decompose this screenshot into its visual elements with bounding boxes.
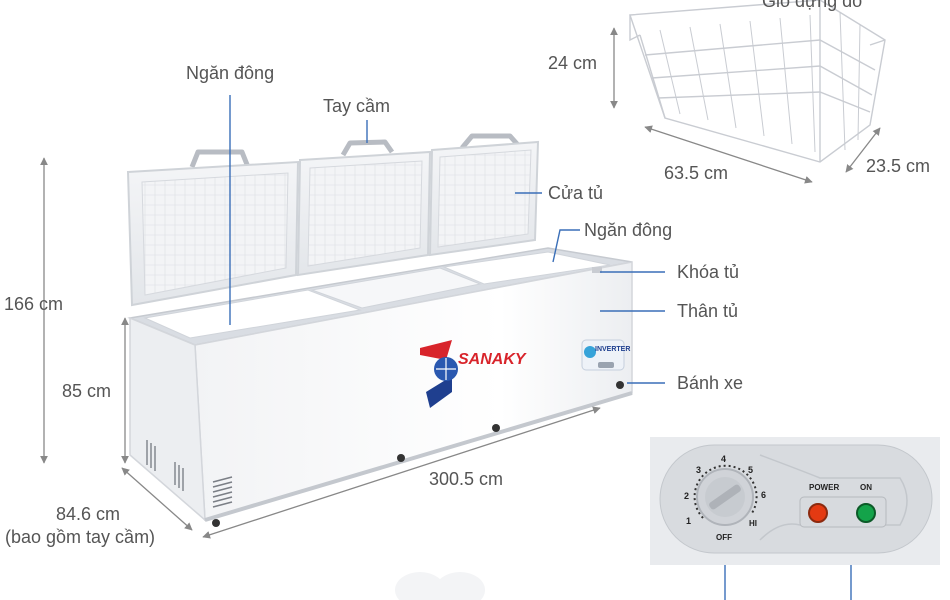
freezer-compartment-label-right: Ngăn đông xyxy=(584,220,673,240)
power-label: POWER xyxy=(809,483,840,492)
dial-off-label: OFF xyxy=(716,533,732,542)
body-label: Thân tủ xyxy=(677,301,739,321)
power-indicator xyxy=(808,503,828,523)
basket-length-arrow xyxy=(644,125,813,184)
freezer-compartment-label: Ngăn đông xyxy=(186,63,275,83)
length-arrow xyxy=(202,406,601,539)
body-height-label: 85 cm xyxy=(62,381,112,401)
depth-note-label: (bao gồm tay cầm) xyxy=(5,527,156,547)
wheel-icon xyxy=(616,381,624,389)
depth-arrow xyxy=(121,467,193,531)
inverter-badge xyxy=(581,339,625,371)
wheel-icon xyxy=(212,519,220,527)
length-label: 300.5 cm xyxy=(429,469,504,489)
leader-freezer-right xyxy=(552,229,580,263)
lock-icon xyxy=(592,267,602,273)
lid-handle xyxy=(340,139,395,157)
on-indicator xyxy=(856,503,876,523)
door-label: Cửa tủ xyxy=(548,183,604,203)
basket-width-arrow xyxy=(845,127,881,173)
control-panel xyxy=(650,437,940,565)
dial-number-5: 5 xyxy=(748,465,754,475)
on-label: ON xyxy=(860,483,872,492)
wheel-icon xyxy=(492,424,500,432)
dial-hi-label: HI xyxy=(749,519,757,528)
basket-length-label: 63.5 cm xyxy=(664,163,729,183)
total-height-label: 166 cm xyxy=(4,294,64,314)
basket-width-label: 23.5 cm xyxy=(866,156,931,176)
faint-silhouette xyxy=(395,572,485,600)
dial-number-4: 4 xyxy=(721,454,727,464)
lid-handle xyxy=(189,149,251,168)
handle-label: Tay cầm xyxy=(323,96,391,116)
inverter-badge-text: INVERTER xyxy=(595,346,631,353)
dial-number-1: 1 xyxy=(686,516,692,526)
wheel-icon xyxy=(397,454,405,462)
dial-number-2: 2 xyxy=(684,491,690,501)
dial-number-3: 3 xyxy=(696,465,702,475)
basket-height-label: 24 cm xyxy=(548,53,598,73)
wheel-label: Bánh xe xyxy=(677,373,744,393)
dial-number-6: 6 xyxy=(761,490,767,500)
lock-label: Khóa tủ xyxy=(677,262,740,282)
brand-name: SANAKY xyxy=(458,351,526,368)
basket-title: Giỏ đựng đồ xyxy=(762,0,863,11)
depth-label: 84.6 cm xyxy=(56,504,121,524)
lid-handle xyxy=(460,133,520,150)
storage-basket xyxy=(629,0,886,163)
freezer-lids xyxy=(126,133,540,307)
sanaky-logo xyxy=(420,340,458,408)
